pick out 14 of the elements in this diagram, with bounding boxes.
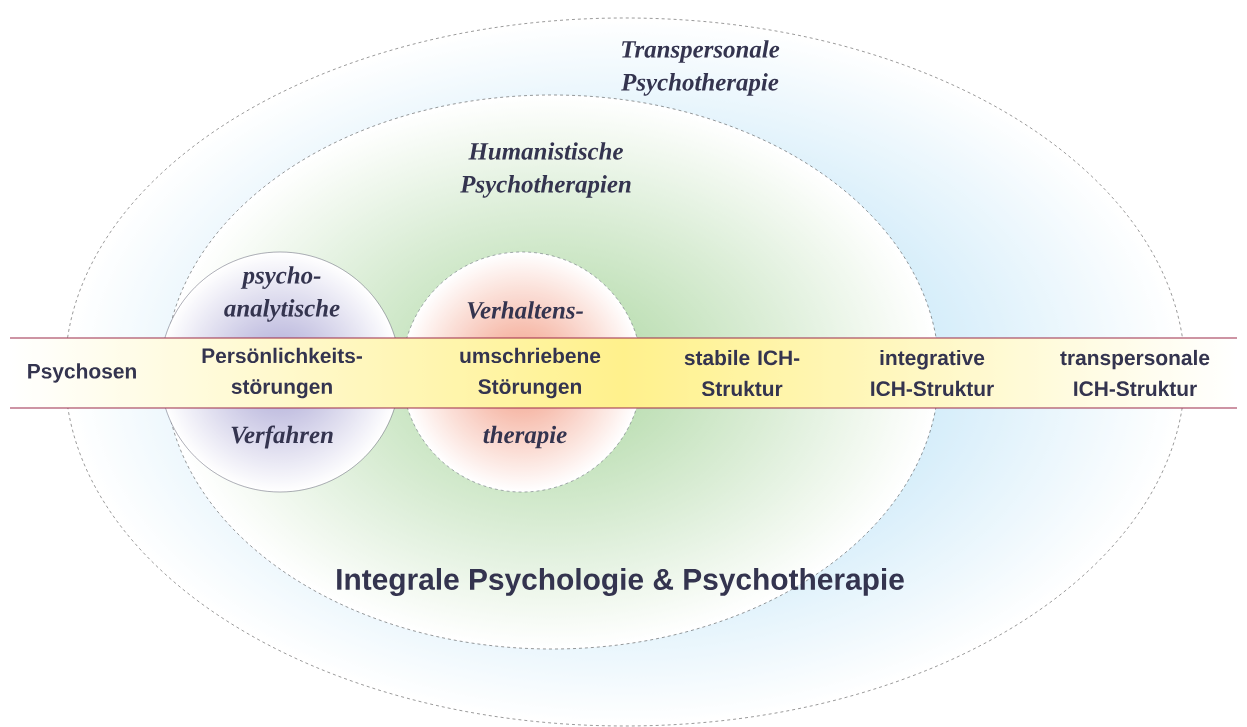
- band-label: Persönlichkeits- störungen: [202, 347, 362, 399]
- circle-title: therapie: [483, 425, 567, 449]
- region-title: Transpersonale Psychotherapie: [621, 40, 780, 96]
- circle-title: Verfahren: [231, 425, 333, 449]
- band-label: Psychosen: [28, 363, 136, 383]
- band-label: umschriebene Störungen: [460, 347, 601, 399]
- spectrum-band: [9, 337, 1238, 409]
- circle-title: psycho- analytische: [224, 266, 340, 322]
- band-label: integrative ICH-Struktur: [871, 349, 994, 397]
- region-title: Humanistische Psychotherapien: [460, 142, 631, 198]
- outline-title: Integrale Psychologie & Psychotherapie: [337, 568, 904, 596]
- band-label: stabile ICH- Struktur: [684, 349, 800, 397]
- band-label: transpersonale ICH-Struktur: [1060, 349, 1210, 397]
- circle-title: Verhaltens-: [467, 301, 583, 319]
